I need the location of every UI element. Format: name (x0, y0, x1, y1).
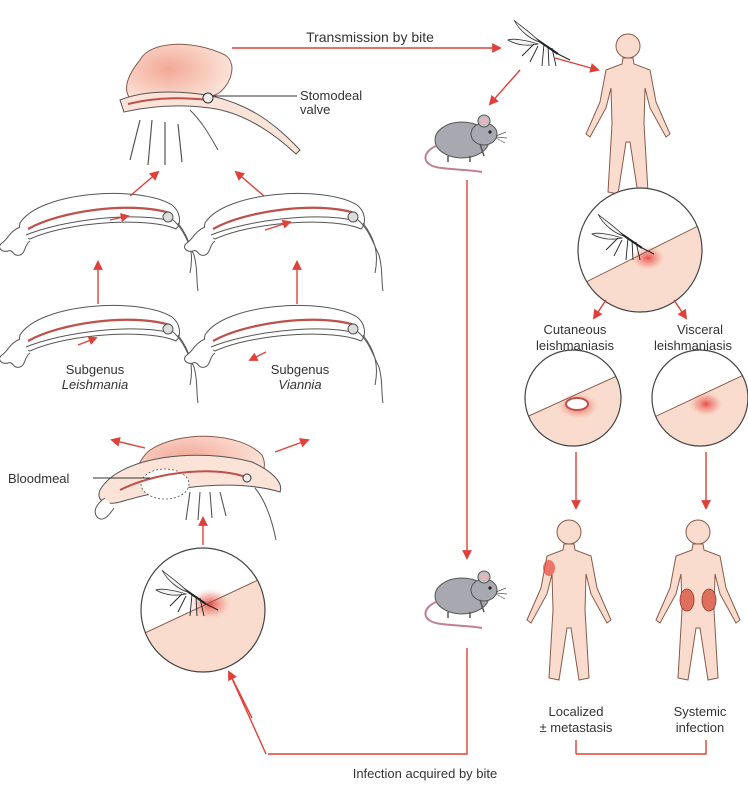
label-leishmaniasis-cutaneous: leishmaniasis (520, 338, 630, 353)
label-stomodeal: Stomodeal (300, 88, 362, 103)
gut-leishmania-upper (0, 193, 198, 291)
visceral-lesion-inset (648, 350, 748, 450)
human-figure-systemic (656, 520, 740, 680)
label-systemic: Systemic (652, 704, 748, 719)
label-subgenus-right: Subgenus (245, 362, 355, 377)
parasite-arrow (250, 352, 266, 360)
sandfly-head-illustration (120, 44, 300, 165)
label-transmission-by-bite: Transmission by bite (270, 30, 470, 45)
label-viannia: Viannia (245, 377, 355, 392)
label-infection-acquired-by-bite: Infection acquired by bite (300, 766, 550, 781)
bite-inset-left (130, 548, 290, 690)
label-metastasis: ± metastasis (516, 720, 636, 735)
bloodmeal-sandfly-illustration (93, 436, 281, 540)
label-localized: Localized (516, 704, 636, 719)
label-subgenus-left: Subgenus (40, 362, 150, 377)
gut-viannia-upper (185, 193, 383, 291)
label-cutaneous: Cutaneous (520, 322, 630, 337)
mouse-icon-top (425, 115, 507, 172)
parasite-arrow (78, 338, 96, 345)
label-visceral: Visceral (652, 322, 748, 337)
label-leishmania: Leishmania (40, 377, 150, 392)
label-infection: infection (652, 720, 748, 735)
label-valve: valve (300, 102, 330, 117)
bite-inset-right (570, 188, 710, 320)
human-figure-localized (527, 520, 611, 680)
human-figure-top (586, 34, 670, 194)
label-leishmaniasis-visceral: leishmaniasis (654, 338, 732, 353)
cutaneous-lesion-inset (520, 350, 630, 450)
mouse-icon-bottom (425, 571, 507, 628)
label-bloodmeal: Bloodmeal (8, 471, 69, 486)
